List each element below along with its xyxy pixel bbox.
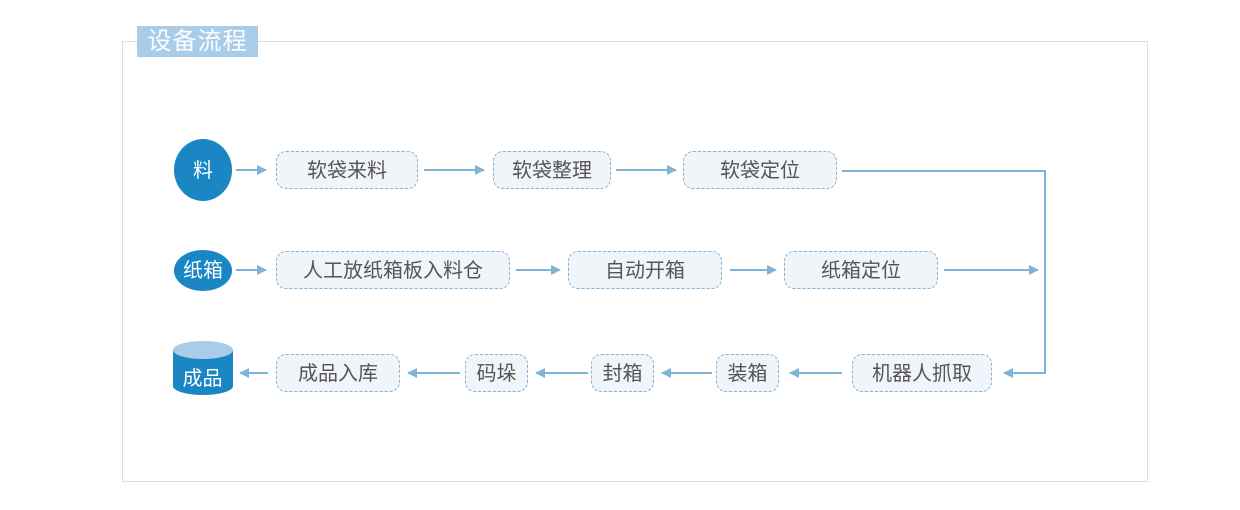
step-robot-pick: 机器人抓取 [852,354,992,392]
step-soft-bag-incoming: 软袋来料 [276,151,418,189]
product-cylinder-icon [173,341,233,395]
carton-node: 纸箱 [174,250,232,291]
step-storage: 成品入库 [276,354,400,392]
step-auto-open-carton: 自动开箱 [568,251,722,289]
section-title: 设备流程 [137,26,258,57]
diagram-frame [122,41,1148,482]
step-soft-bag-arranging: 软袋整理 [493,151,611,189]
step-packing: 装箱 [716,354,779,392]
material-label: 料 [193,158,213,182]
step-manual-carton-loading: 人工放纸箱板入料仓 [276,251,510,289]
connector-row1-to-robot [842,170,1046,378]
carton-label: 纸箱 [183,258,223,282]
step-carton-positioning: 纸箱定位 [784,251,938,289]
step-sealing: 封箱 [591,354,654,392]
step-stacking: 码垛 [465,354,528,392]
step-soft-bag-positioning: 软袋定位 [683,151,837,189]
material-node: 料 [174,139,232,201]
product-label: 成品 [182,366,223,390]
